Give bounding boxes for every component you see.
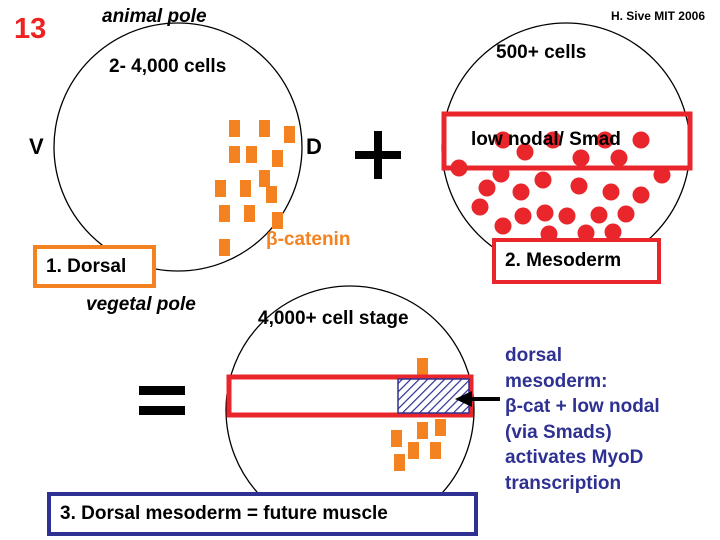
arrow-left-icon xyxy=(455,391,500,407)
dorsal-mesoderm-annotation: dorsal mesoderm: β-cat + low nodal (via … xyxy=(505,343,660,496)
nodal-cell xyxy=(536,204,554,222)
slide-number: 13 xyxy=(14,13,47,45)
nodal-cell xyxy=(632,131,650,149)
dorsal-mesoderm-hatch xyxy=(397,378,470,414)
dorsal-box: 1. Dorsal xyxy=(33,245,156,288)
muscle-cell xyxy=(435,419,446,436)
embryo-1-circle xyxy=(53,22,303,272)
annotation-line: dorsal xyxy=(505,345,563,366)
embryo-1-cell-count: 2- 4,000 cells xyxy=(109,56,227,77)
low-nodal-band xyxy=(441,111,693,171)
nodal-cell xyxy=(570,177,588,195)
beta-catenin-cell xyxy=(240,180,251,197)
nodal-cell xyxy=(494,131,512,149)
nodal-cell xyxy=(478,179,496,197)
low-nodal-smad-label: low nodal/ Smad xyxy=(471,129,621,150)
annotation-line: mesoderm: xyxy=(505,370,608,392)
beta-catenin-cell xyxy=(215,180,226,197)
nodal-cell xyxy=(596,131,614,149)
nodal-cell xyxy=(617,205,635,223)
beta-catenin-cell xyxy=(219,205,230,222)
nodal-cell xyxy=(590,206,608,224)
beta-catenin-label: β-catenin xyxy=(266,229,351,250)
annotation-line: activates MyoD xyxy=(505,447,644,468)
muscle-cell xyxy=(430,442,441,459)
credit-text: H. Sive MIT 2006 xyxy=(610,9,705,23)
beta-catenin-cell xyxy=(259,170,270,187)
muscle-cell xyxy=(417,358,428,375)
muscle-cells xyxy=(391,358,446,471)
cell-stage-label: 4,000+ cell stage xyxy=(258,308,409,329)
beta-catenin-cell xyxy=(229,120,240,137)
nodal-cell xyxy=(577,224,595,242)
beta-catenin-cell xyxy=(272,150,283,167)
dorsal-label: D xyxy=(306,134,322,159)
beta-catenin-cell xyxy=(259,120,270,137)
muscle-cell xyxy=(394,454,405,471)
annotation-line: β-cat + low nodal xyxy=(505,396,660,417)
nodal-cell xyxy=(544,131,562,149)
nodal-cell xyxy=(632,186,650,204)
beta-catenin-cell xyxy=(266,186,277,203)
muscle-cell xyxy=(417,422,428,439)
embryo-2-cell-count: 500+ cells xyxy=(496,42,587,63)
nodal-cell xyxy=(514,207,532,225)
annotation-line: transcription xyxy=(505,472,622,494)
beta-catenin-cell xyxy=(244,205,255,222)
nodal-cell xyxy=(558,207,576,225)
beta-catenin-cell xyxy=(219,239,230,256)
nodal-cell xyxy=(516,143,534,161)
animal-pole-label: animal pole xyxy=(102,6,207,27)
dorsal-mesoderm-box: 3. Dorsal mesoderm = future muscle xyxy=(47,492,478,536)
vegetal-pole-label: vegetal pole xyxy=(86,294,196,315)
nodal-cell xyxy=(572,149,590,167)
beta-catenin-cells xyxy=(215,120,295,256)
dorsal-mesoderm-box-label: 3. Dorsal mesoderm = future muscle xyxy=(60,503,388,524)
muscle-cell xyxy=(391,430,402,447)
nodal-cell xyxy=(604,223,622,241)
beta-catenin-cell xyxy=(229,146,240,163)
nodal-cell xyxy=(471,198,489,216)
nodal-cell xyxy=(602,183,620,201)
nodal-cell xyxy=(610,149,628,167)
muscle-cell xyxy=(408,442,419,459)
plus-sign xyxy=(355,131,401,179)
mesoderm-box: 2. Mesoderm xyxy=(492,238,661,284)
nodal-cell xyxy=(494,217,512,235)
beta-catenin-cell xyxy=(284,126,295,143)
beta-catenin-cell xyxy=(272,212,283,229)
mesoderm-box-label: 2. Mesoderm xyxy=(505,250,622,271)
equals-sign xyxy=(139,386,185,415)
nodal-cells xyxy=(450,131,671,243)
annotation-line: (via Smads) xyxy=(505,421,612,443)
dorsal-box-label: 1. Dorsal xyxy=(46,256,127,277)
beta-catenin-cell xyxy=(246,146,257,163)
nodal-cell xyxy=(653,166,671,184)
nodal-cell xyxy=(512,183,530,201)
nodal-cell xyxy=(534,171,552,189)
ventral-label: V xyxy=(29,134,44,159)
